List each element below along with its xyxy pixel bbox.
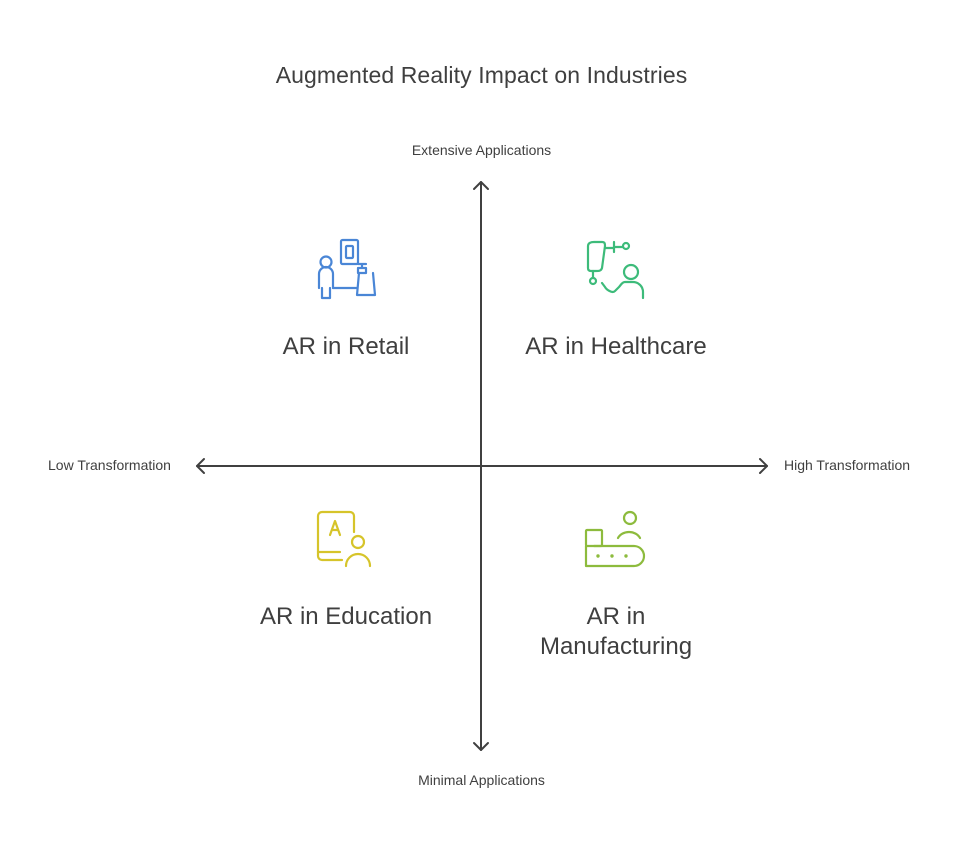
quadrant-retail: AR in Retail <box>216 238 476 362</box>
axis-label-top: Extensive Applications <box>411 142 552 158</box>
conveyor-worker-icon <box>584 508 648 572</box>
quadrant-label: AR in Manufacturing <box>539 603 693 660</box>
arrow-right-icon <box>759 458 768 474</box>
quadrant-manufacturing: AR in Manufacturing <box>486 508 746 662</box>
arrow-up-icon <box>473 181 489 190</box>
quadrant-healthcare: AR in Healthcare <box>486 238 746 362</box>
arrow-left-icon <box>196 458 205 474</box>
axis-label-bottom: Minimal Applications <box>418 772 545 788</box>
quadrant-label: AR in Retail <box>282 333 410 360</box>
retail-shopper-icon <box>314 238 378 302</box>
arrow-down-icon <box>473 742 489 751</box>
education-tablet-icon <box>314 508 378 572</box>
chart-title: Augmented Reality Impact on Industries <box>275 62 688 88</box>
axis-label-left: Low Transformation <box>48 457 171 473</box>
quadrant-label: AR in Education <box>259 603 433 630</box>
quadrant-label: AR in Healthcare <box>525 333 707 360</box>
quadrant-education: AR in Education <box>216 508 476 632</box>
healthcare-device-icon <box>584 238 648 302</box>
axis-label-right: High Transformation <box>784 457 911 473</box>
